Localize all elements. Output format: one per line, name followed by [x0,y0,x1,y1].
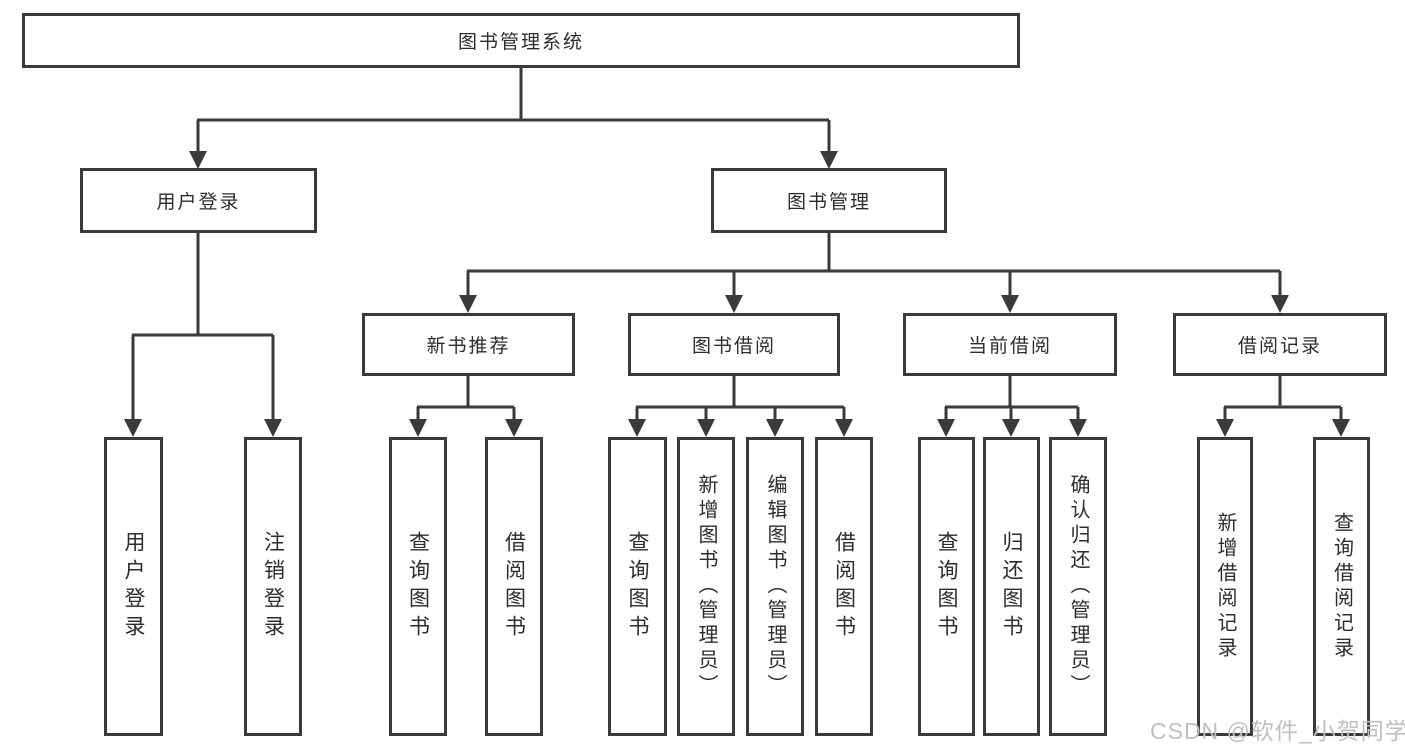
node-label: 借阅记录 [1237,336,1322,357]
node-label: 用户登录 [156,192,241,213]
node-label: 图书管理系统 [457,32,584,53]
arrowhead-down-icon [937,419,955,437]
node-label: 查询图书 [935,530,958,643]
node-add-borrow-record-leaf: 新增借阅记录 [1197,437,1253,736]
arrowhead-down-icon [459,295,477,313]
connector-management-to-level3 [459,233,1289,313]
node-label: 借阅图书 [502,530,526,643]
arrowhead-down-icon [1271,295,1289,313]
node-label: 借阅图书 [832,530,856,643]
node-edit-book-admin-leaf: 编辑图书（管理员） [746,437,804,736]
node-query-book-leaf: 查询图书 [918,437,975,736]
node-label: 归还图书 [1000,530,1023,643]
node-query-borrow-record-leaf: 查询借阅记录 [1313,437,1370,736]
arrowhead-down-icon [697,419,715,437]
csdn-watermark: CSDN @软件_小贺同学 [1150,718,1405,744]
node-library-system-root: 图书管理系统 [22,13,1020,68]
node-return-book-leaf: 归还图书 [983,437,1040,736]
node-label: 确认归还（管理员） [1067,474,1089,699]
connector-borrow-to-leaves [628,376,853,437]
node-borrow-book-leaf: 借阅图书 [815,437,873,736]
arrowhead-down-icon [1002,419,1020,437]
node-label: 编辑图书（管理员） [764,474,786,699]
arrowhead-down-icon [725,295,743,313]
node-label: 图书管理 [786,192,871,213]
arrowhead-down-icon [409,419,427,437]
node-new-book-recommend: 新书推荐 [362,313,575,376]
node-add-book-admin-leaf: 新增图书（管理员） [677,437,735,736]
arrowhead-down-icon [766,419,784,437]
node-label: 查询图书 [406,530,430,643]
node-confirm-return-admin-leaf: 确认归还（管理员） [1049,437,1107,736]
node-logout-leaf: 注销登录 [244,437,302,736]
node-label: 查询借阅记录 [1330,511,1353,662]
arrowhead-down-icon [264,419,282,437]
node-label: 新增图书（管理员） [695,474,717,699]
node-user-login-leaf: 用户登录 [104,437,163,736]
node-label: 注销登录 [261,530,285,643]
arrowhead-down-icon [835,419,853,437]
connector-login-to-leaves [124,233,282,437]
node-book-borrow: 图书借阅 [628,313,840,376]
arrowhead-down-icon [189,151,207,169]
node-borrow-records: 借阅记录 [1173,313,1387,376]
connector-recommend-to-leaves [409,376,523,437]
node-borrow-book-leaf: 借阅图书 [485,437,543,736]
connector-current-to-leaves [937,376,1087,437]
node-query-book-leaf: 查询图书 [389,437,447,736]
arrowhead-down-icon [124,419,142,437]
node-label: 查询图书 [626,530,649,643]
connector-root-to-level2 [189,68,838,169]
node-label: 当前借阅 [967,336,1052,357]
arrowhead-down-icon [1069,419,1087,437]
node-label: 新增借阅记录 [1214,511,1236,662]
node-user-login-branch: 用户登录 [80,168,317,233]
node-label: 用户登录 [122,530,145,643]
arrowhead-down-icon [1001,295,1019,313]
node-query-book-leaf: 查询图书 [608,437,667,736]
arrowhead-down-icon [628,419,646,437]
arrowhead-down-icon [820,151,838,169]
arrowhead-down-icon [1332,419,1350,437]
node-label: 新书推荐 [426,336,511,357]
connector-records-to-leaves [1216,376,1350,437]
arrowhead-down-icon [1216,419,1234,437]
arrowhead-down-icon [505,419,523,437]
node-book-management-branch: 图书管理 [711,168,947,233]
node-label: 图书借阅 [691,336,776,357]
node-current-borrow: 当前借阅 [903,313,1117,376]
